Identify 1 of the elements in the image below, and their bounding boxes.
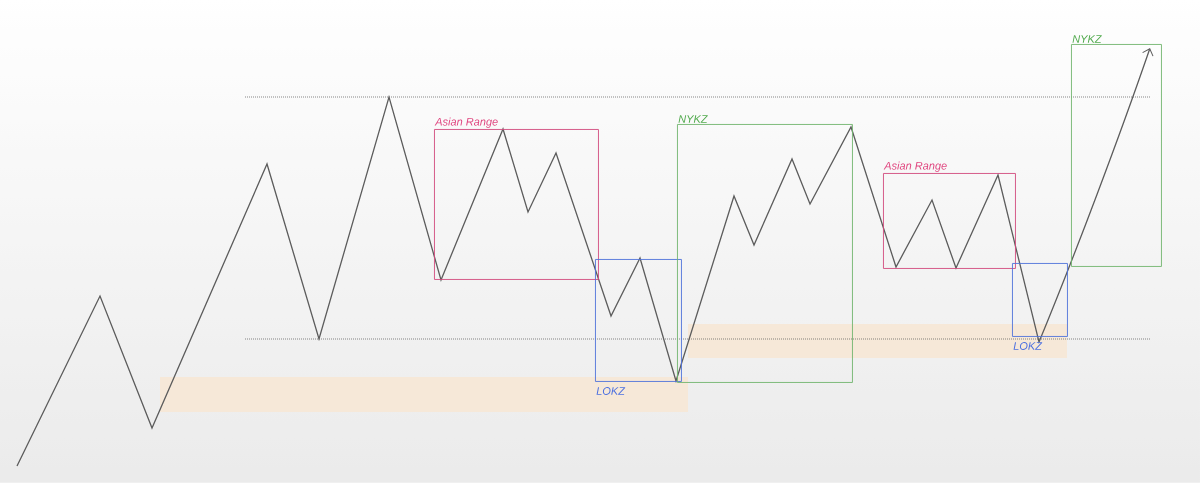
node-label: NYKZ: [1072, 35, 1102, 43]
